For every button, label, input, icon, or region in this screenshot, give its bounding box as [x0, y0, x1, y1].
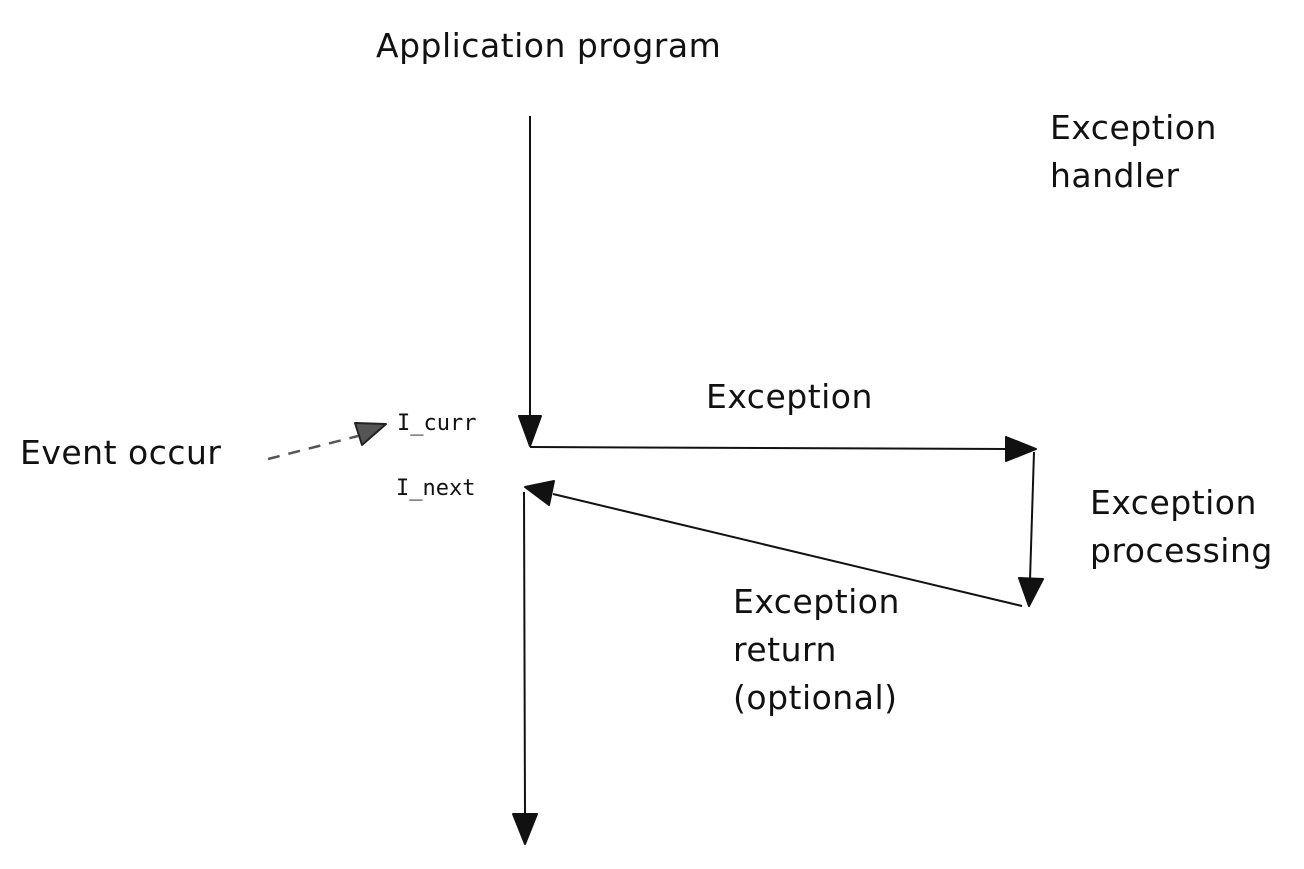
continue-flow-arrow	[512, 491, 538, 845]
application-program-label: Application program	[376, 26, 722, 65]
exception-processing-line1: Exception	[1090, 483, 1257, 522]
event-occur-label: Event occur	[20, 433, 222, 472]
exception-return-label: Exception return (optional)	[733, 578, 900, 722]
i-curr-label: I_curr	[397, 411, 477, 436]
exception-return-arrow	[524, 480, 1023, 607]
exception-processing-arrow	[1018, 451, 1044, 607]
exception-arrow	[529, 436, 1037, 462]
exception-return-line2: return	[733, 630, 837, 669]
exception-label: Exception	[706, 377, 873, 416]
exception-handler-line1: Exception	[1050, 108, 1217, 147]
event-occur-arrow	[267, 422, 387, 461]
exception-return-line1: Exception	[733, 582, 900, 621]
exception-processing-line2: processing	[1090, 531, 1273, 570]
exception-handler-label: Exception handler	[1050, 104, 1217, 200]
exception-return-line3: (optional)	[733, 678, 898, 717]
i-next-label: I_next	[396, 476, 476, 501]
program-flow-arrow	[518, 116, 542, 447]
exception-handler-line2: handler	[1050, 156, 1180, 195]
exception-processing-label: Exception processing	[1090, 479, 1273, 575]
